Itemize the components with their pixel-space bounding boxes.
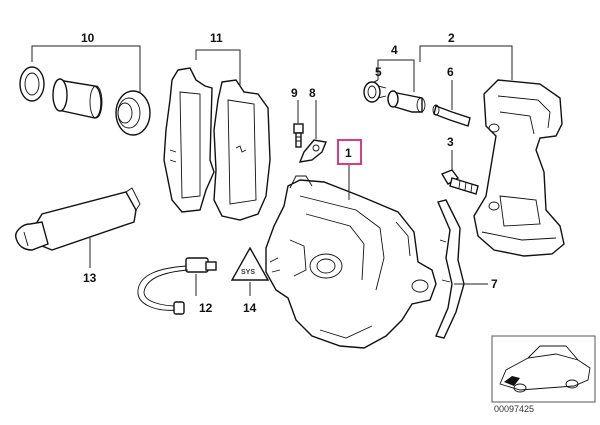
callout-7[interactable]: 7 — [491, 277, 498, 291]
leader-4 — [377, 59, 415, 92]
reference-code: 00097425 — [494, 404, 534, 414]
callout-14[interactable]: 14 — [243, 301, 257, 315]
part-11-brake-pads[interactable] — [163, 67, 271, 221]
part-10-piston-kit[interactable] — [19, 66, 151, 136]
callout-6[interactable]: 6 — [447, 65, 454, 79]
part-12-wear-sensor[interactable] — [137, 257, 217, 315]
part-6-guide-bolt[interactable] — [432, 104, 471, 127]
callout-1[interactable]: 1 — [345, 146, 352, 160]
callout-2[interactable]: 2 — [448, 31, 455, 45]
callout-13[interactable]: 13 — [83, 271, 97, 285]
part-8-sensor-bracket[interactable] — [298, 139, 327, 163]
callout-8[interactable]: 8 — [309, 86, 316, 100]
vehicle-location-inset — [491, 335, 596, 403]
part-1-caliper-housing[interactable] — [265, 175, 437, 349]
leader-11 — [195, 49, 241, 86]
leader-2 — [419, 45, 513, 80]
part-14-warning-sticker[interactable]: SYS — [230, 246, 270, 281]
part-3-hex-bolt[interactable] — [440, 169, 479, 195]
callout-1-highlight — [337, 139, 362, 165]
callout-10[interactable]: 10 — [81, 31, 95, 45]
callout-3[interactable]: 3 — [447, 135, 454, 149]
part-9-bleeder-screw[interactable] — [293, 123, 304, 148]
callout-4[interactable]: 4 — [391, 43, 398, 57]
part-5-protective-cap[interactable] — [363, 81, 387, 103]
leader-10 — [31, 45, 141, 92]
callout-12[interactable]: 12 — [199, 301, 213, 315]
part-13-grease-tube[interactable] — [15, 187, 141, 251]
callout-5[interactable]: 5 — [375, 65, 382, 79]
callout-11[interactable]: 11 — [210, 31, 223, 45]
leader-5 — [373, 79, 379, 83]
callout-9[interactable]: 9 — [291, 86, 298, 100]
part-7-retaining-spring[interactable] — [435, 199, 465, 339]
warning-sticker-text: SYS — [241, 269, 255, 276]
part-4-guide-sleeve[interactable] — [387, 90, 426, 113]
part-2-caliper-carrier[interactable] — [473, 79, 565, 257]
